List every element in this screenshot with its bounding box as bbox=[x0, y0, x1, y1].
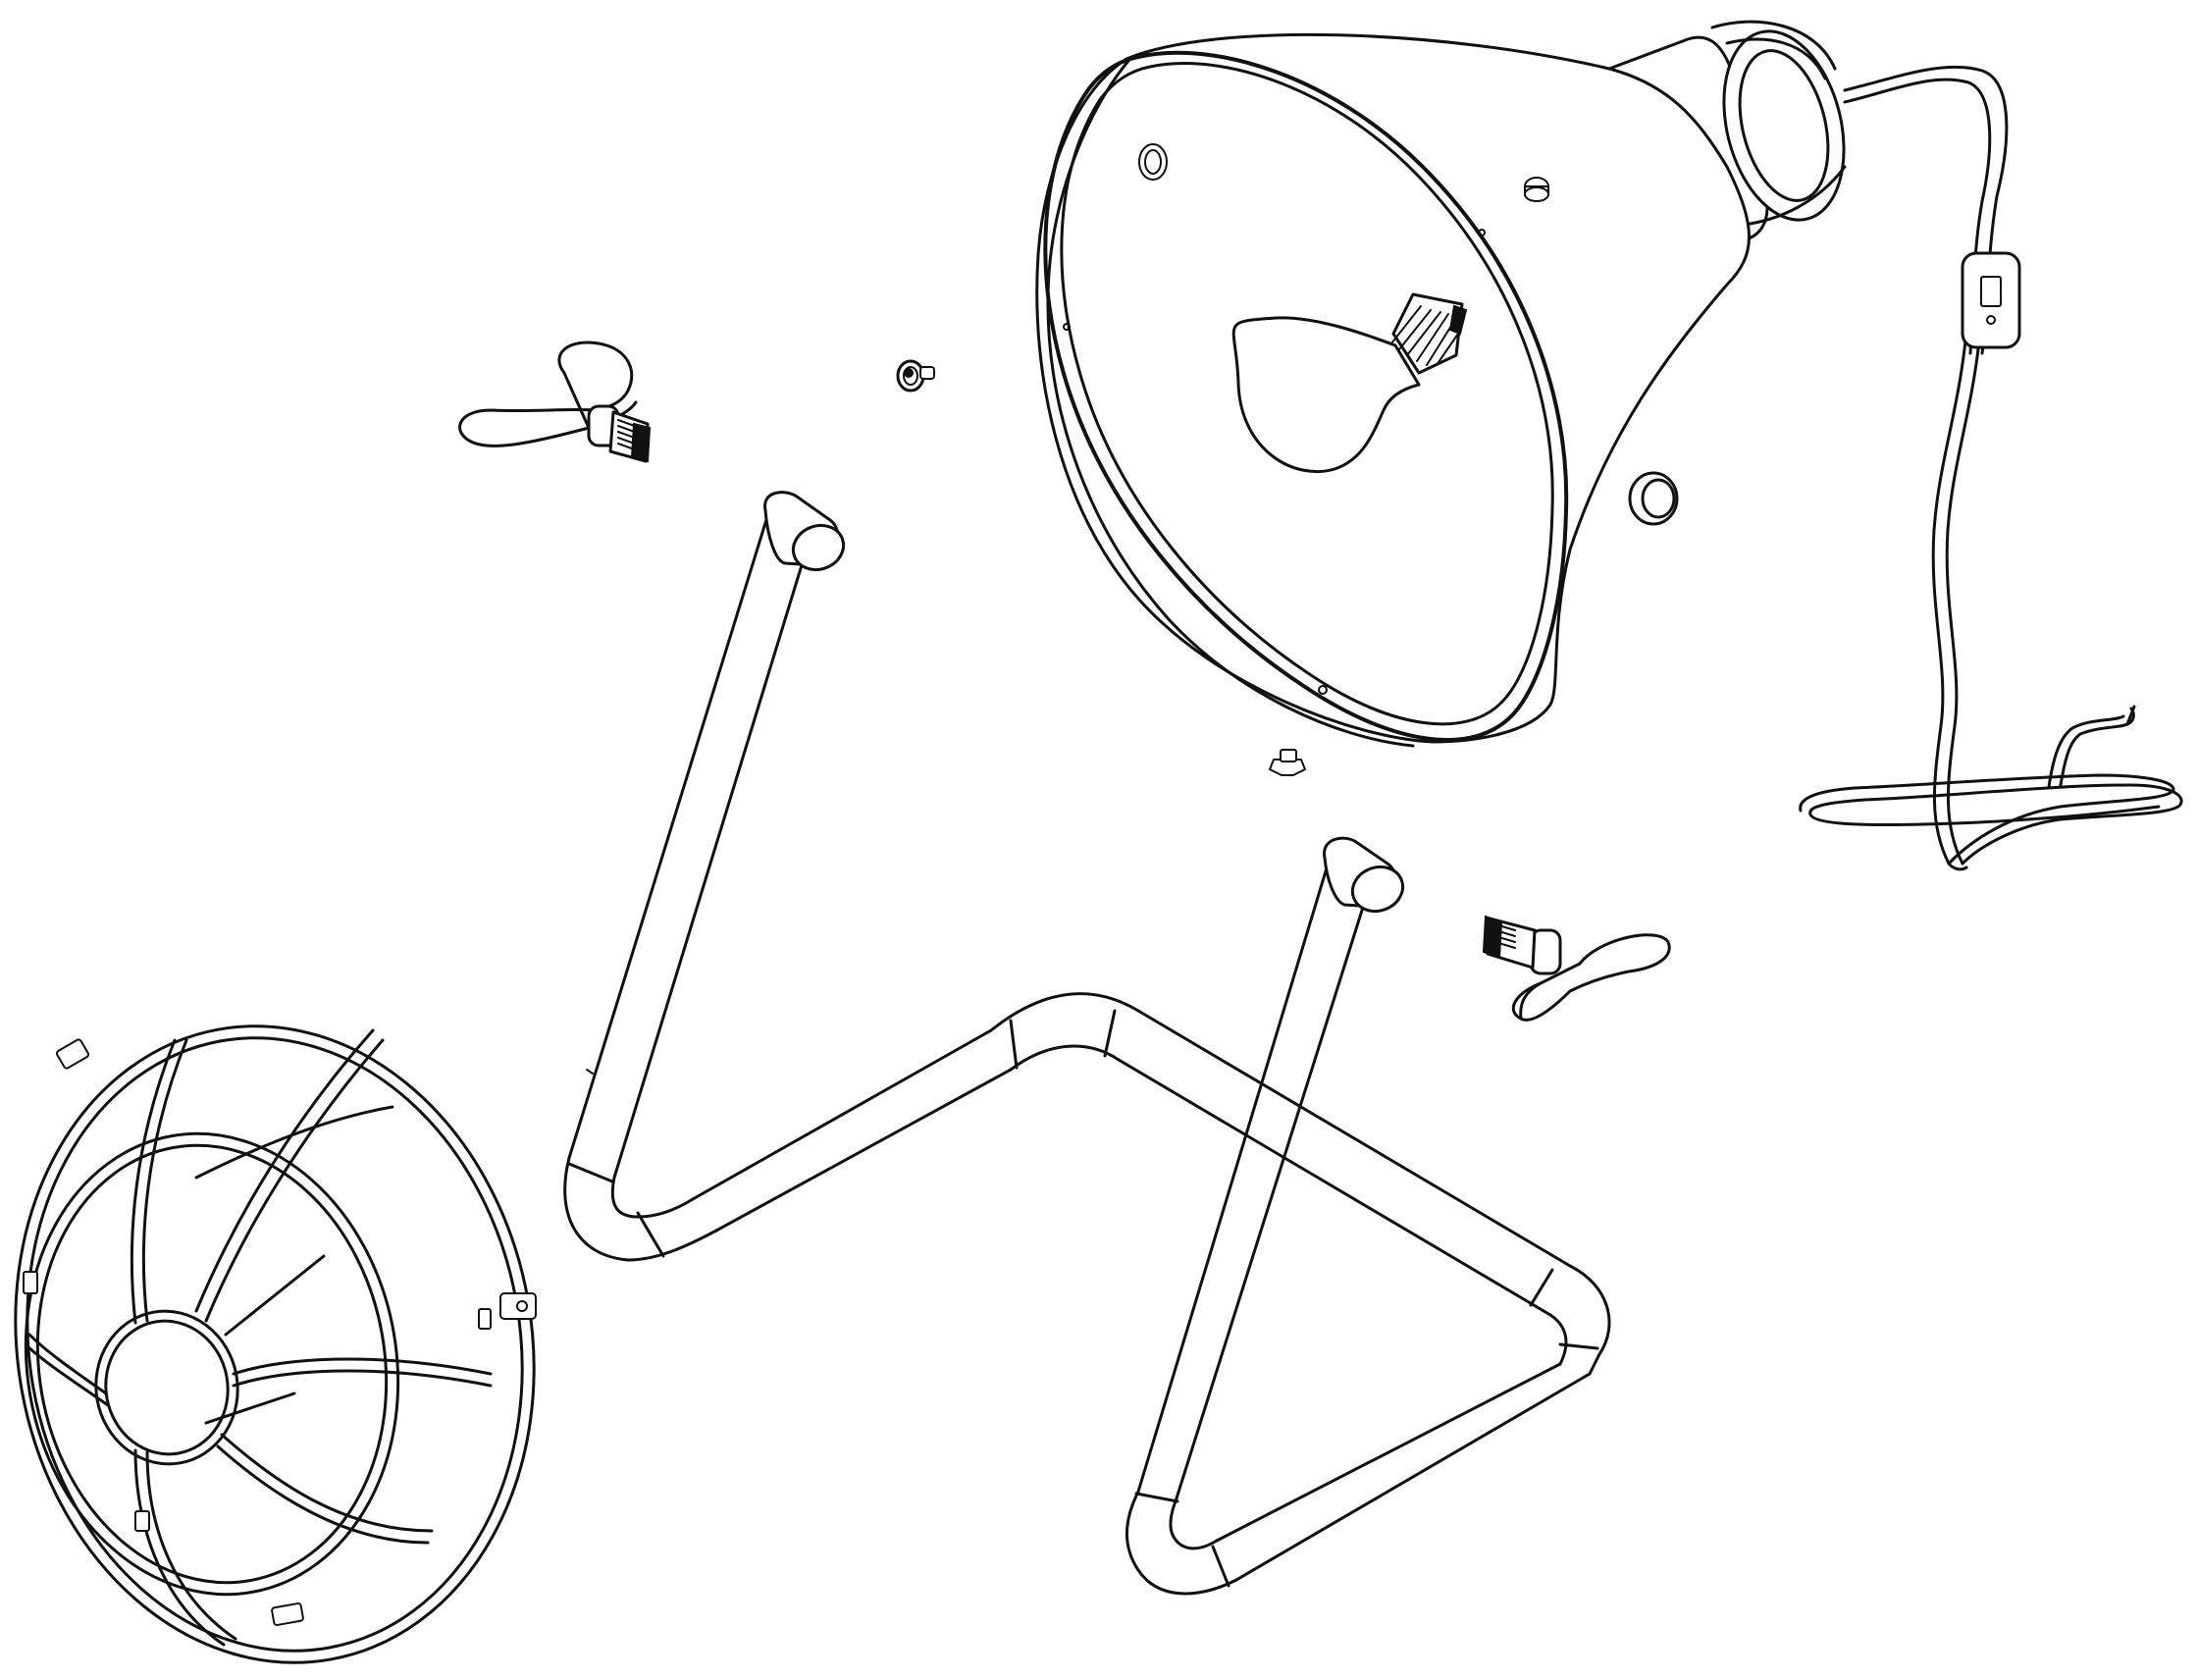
screw-icon bbox=[896, 359, 935, 393]
wing-nut-icon bbox=[1482, 915, 1671, 1022]
screw-icon bbox=[1269, 749, 1306, 776]
tube-frame-icon bbox=[563, 491, 1611, 1596]
inline-switch-icon bbox=[1961, 251, 2021, 349]
wing-nut-icon bbox=[458, 341, 652, 463]
power-cord-icon bbox=[1799, 65, 2183, 871]
screw-icon bbox=[1524, 177, 1549, 202]
lamp-shade-icon bbox=[1035, 20, 1847, 748]
light-bulb-icon bbox=[1231, 292, 1468, 474]
wire-cage-icon bbox=[14, 1024, 537, 1664]
